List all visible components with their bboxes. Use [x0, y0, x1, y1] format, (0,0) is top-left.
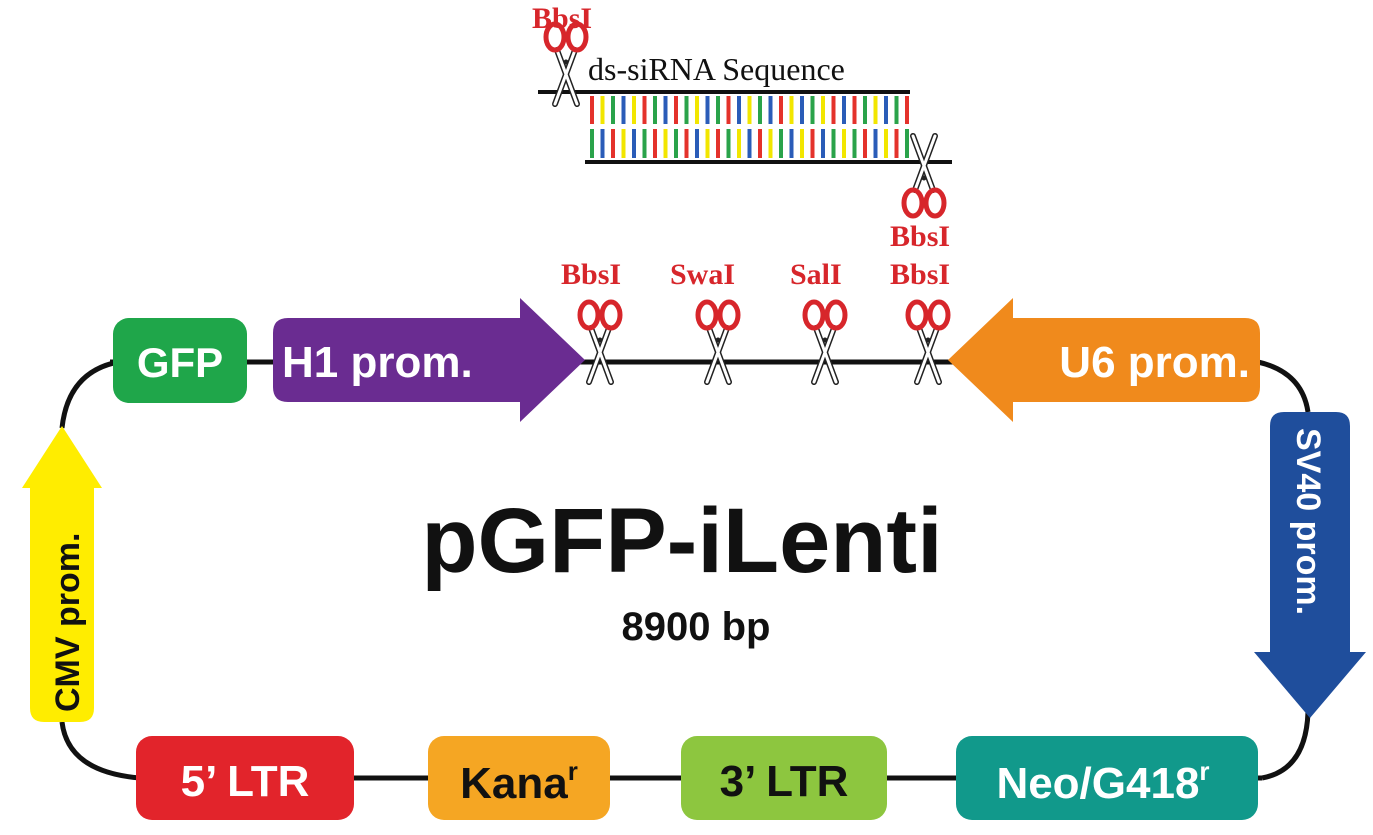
feature-label: H1 prom.	[282, 338, 473, 387]
feature-gfp: GFP	[113, 318, 247, 403]
scissors-icon	[904, 136, 944, 216]
feature-label: Kanar	[460, 756, 578, 808]
scissors-icon	[698, 302, 738, 382]
site-label: BbsI	[561, 258, 621, 291]
feature-neo-resistance: Neo/G418r	[956, 736, 1258, 820]
feature-label: Neo/G418r	[996, 756, 1209, 808]
plasmid-size: 8900 bp	[622, 605, 771, 649]
feature-label-superscript: r	[1199, 756, 1209, 786]
mcs-sites: BbsI SwaI SalI BbsI	[561, 258, 950, 382]
base-pairs	[590, 96, 909, 158]
feature-label-main: Kana	[460, 759, 568, 808]
feature-u6-promoter: U6 prom.	[948, 298, 1260, 422]
feature-5-ltr: 5’ LTR	[136, 736, 354, 820]
backbone-left-bottom-curve	[59, 721, 141, 781]
site-label: SwaI	[670, 258, 735, 291]
feature-label-superscript: r	[568, 756, 578, 786]
site-label: SalI	[790, 258, 842, 291]
backbone-right-top-curve	[1257, 359, 1311, 413]
insert-label: ds-siRNA Sequence	[588, 51, 845, 87]
feature-label: GFP	[137, 339, 223, 386]
feature-label-main: Neo/G418	[996, 759, 1199, 808]
plasmid-name: pGFP-iLenti	[421, 490, 942, 592]
feature-3-ltr: 3’ LTR	[681, 736, 887, 820]
backbone-right-bottom-curve	[1261, 711, 1311, 781]
feature-label: SV40 prom.	[1289, 428, 1327, 615]
feature-label: 5’ LTR	[181, 757, 310, 806]
feature-label: 3’ LTR	[720, 757, 849, 806]
backbone-left-top-curve	[59, 359, 119, 429]
sirna-insert: ds-siRNA Sequence BbsI BbsI	[532, 2, 952, 253]
scissors-icon	[908, 302, 948, 382]
scissors-icon	[580, 302, 620, 382]
feature-kana-resistance: Kanar	[428, 736, 610, 820]
feature-label: U6 prom.	[1059, 338, 1250, 387]
insert-bottom-enzyme: BbsI	[890, 220, 950, 253]
feature-label: CMV prom.	[49, 533, 87, 712]
feature-sv40-promoter: SV40 prom.	[1254, 412, 1366, 718]
scissors-icon	[805, 302, 845, 382]
site-label: BbsI	[890, 258, 950, 291]
feature-h1-promoter: H1 prom.	[273, 298, 585, 422]
feature-cmv-promoter: CMV prom.	[22, 426, 102, 722]
